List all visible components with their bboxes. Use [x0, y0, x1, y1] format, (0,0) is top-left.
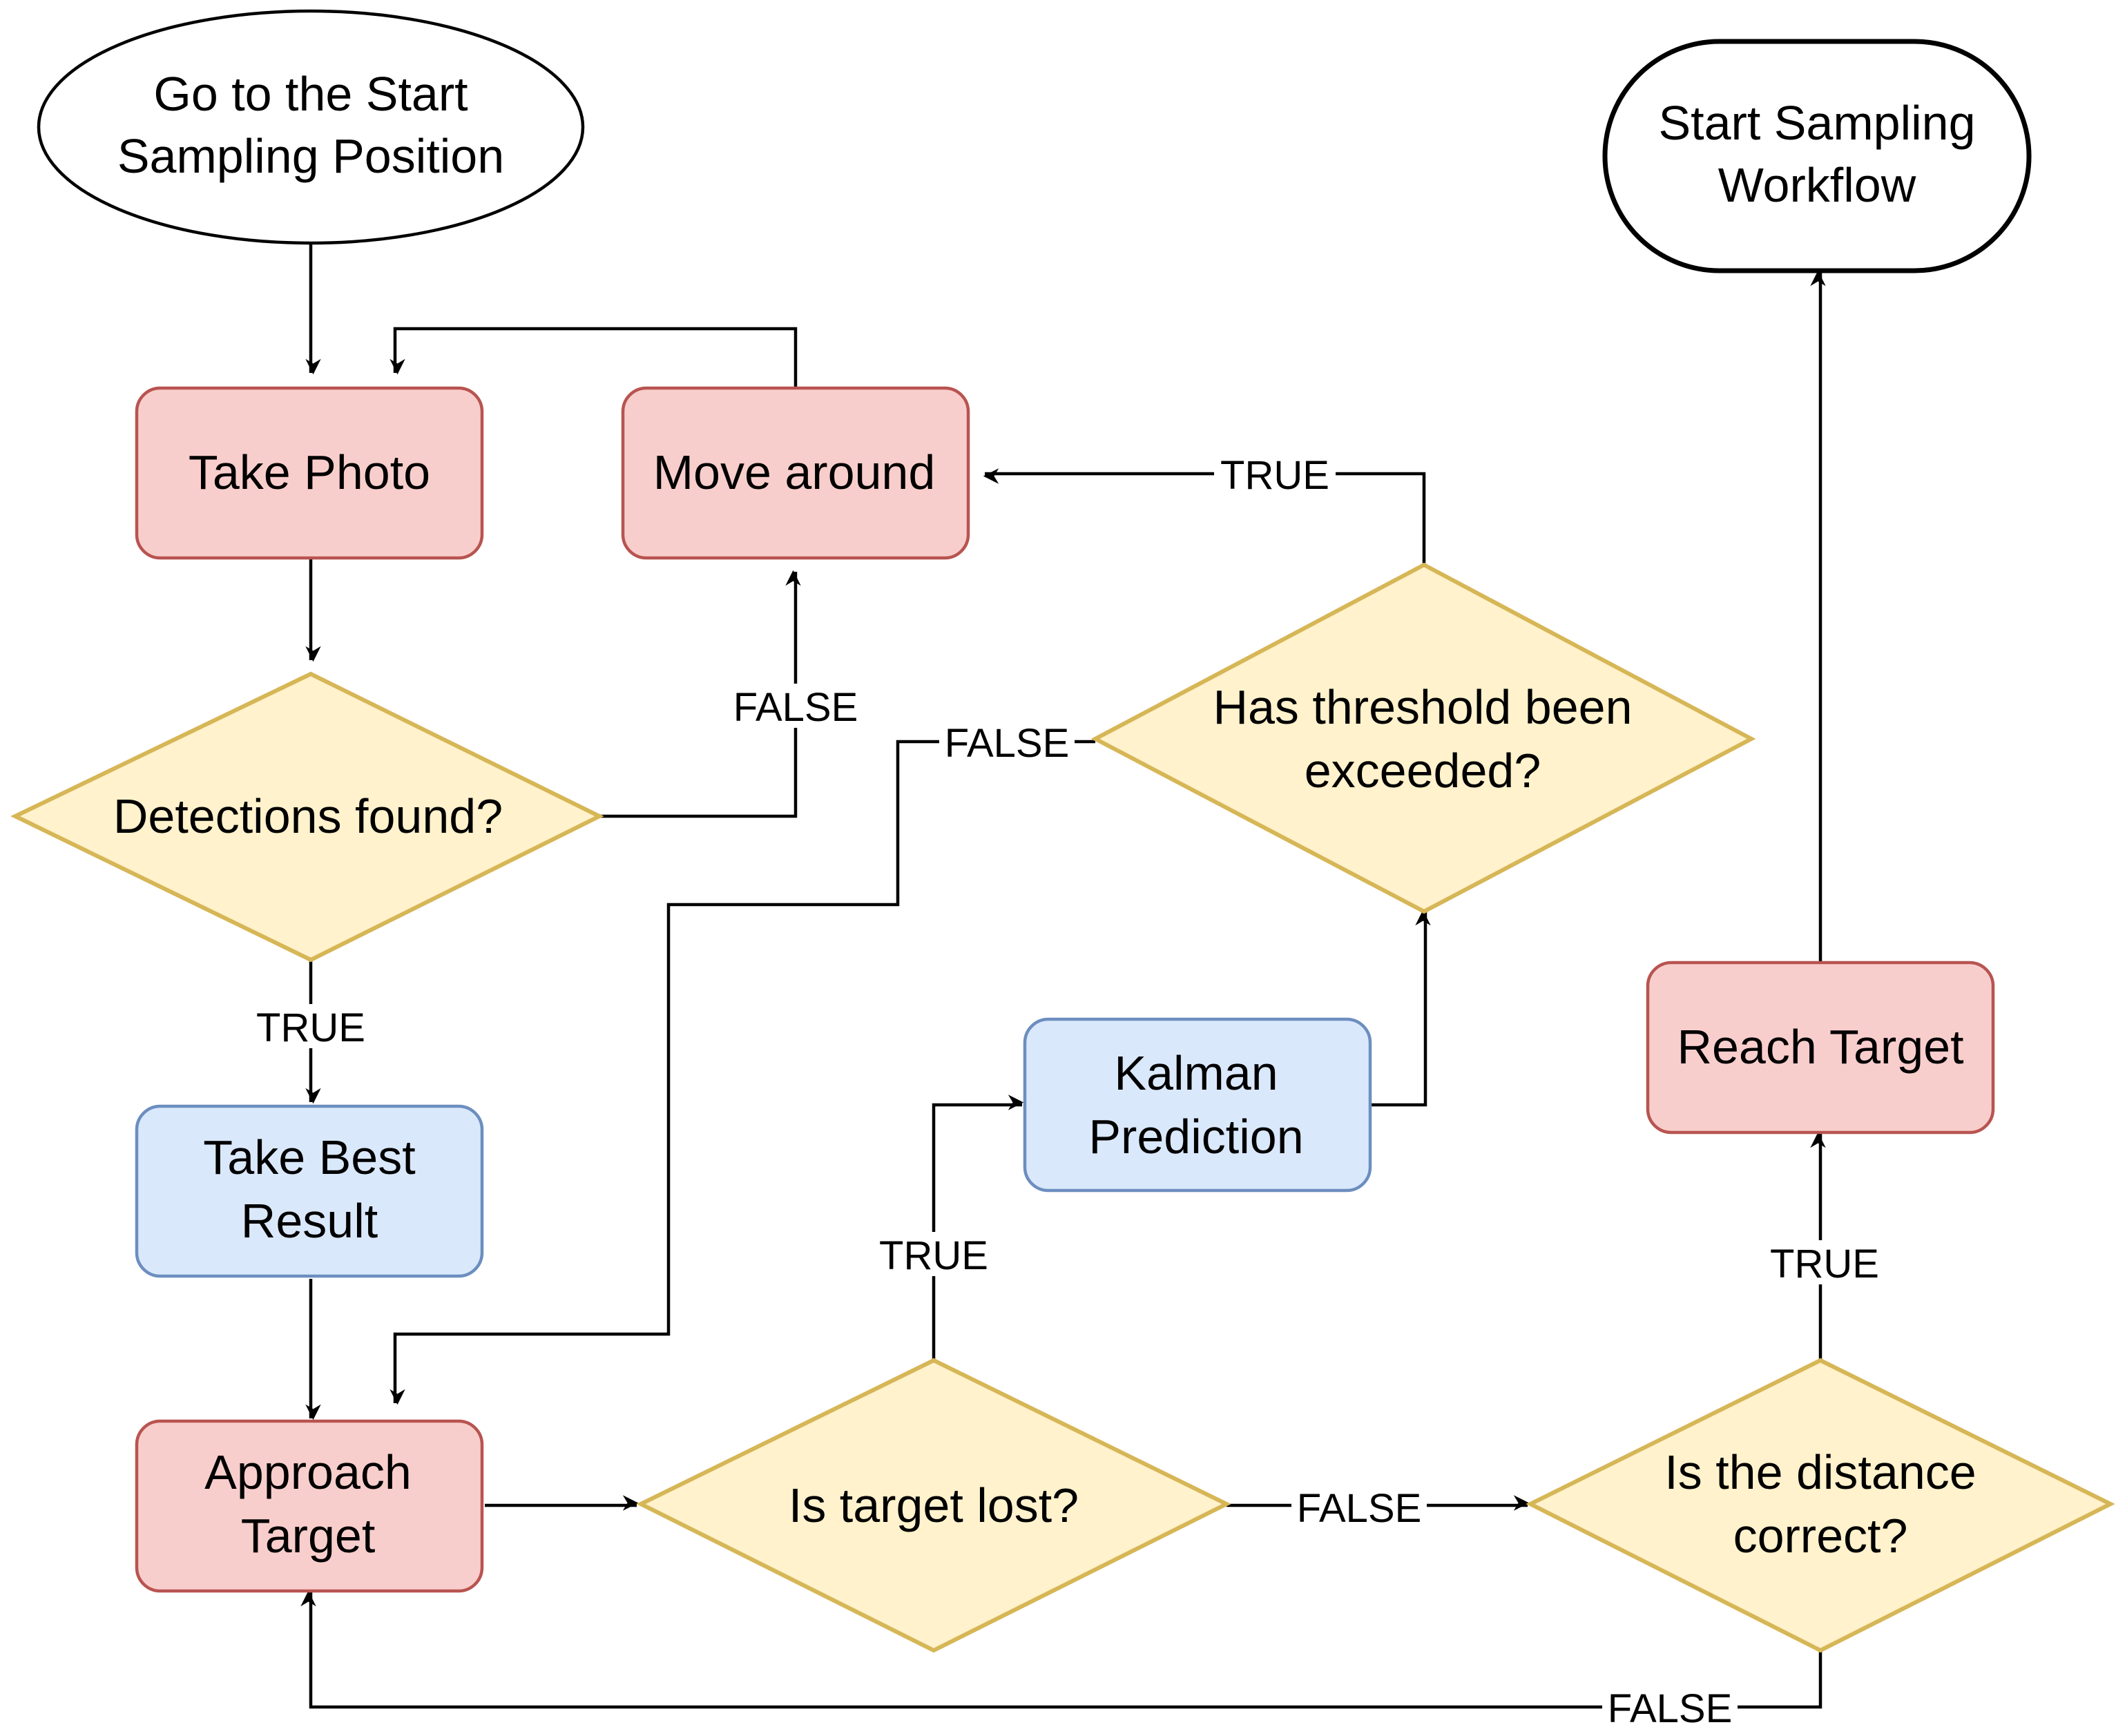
- edge-label-detections-false-text: FALSE: [733, 685, 858, 730]
- edge-label-distance-false-text: FALSE: [1608, 1686, 1733, 1731]
- edge-label-threshold-true: TRUE: [1214, 452, 1336, 498]
- reach-target-label: Reach Target: [1677, 1020, 1963, 1074]
- distance-correct-shape: [1526, 1358, 2115, 1653]
- edge-labels: TRUE FALSE FALSE TRUE TRUE FALSE TRUE F: [250, 452, 1885, 1731]
- edge-label-distance-true-text: TRUE: [1770, 1242, 1879, 1286]
- edge-label-detections-true-text: TRUE: [256, 1005, 365, 1050]
- edge-kalman-to-threshold: [1369, 909, 1431, 1107]
- approach-target-label-line1: Approach: [204, 1445, 412, 1499]
- take-photo-shape: [135, 386, 484, 560]
- start-position-shape: [37, 9, 585, 245]
- target-lost-node: Is target lost?: [636, 1358, 1231, 1653]
- kalman-prediction-label-line1: Kalman: [1114, 1046, 1278, 1100]
- take-best-result-node: Take Best Result: [135, 1104, 484, 1278]
- edge-label-detections-true: TRUE: [250, 1004, 372, 1050]
- edge-label-threshold-false: FALSE: [939, 720, 1075, 766]
- threshold-exceeded-label-line2: exceeded?: [1305, 744, 1541, 798]
- nodes: Go to the Start Sampling Position Start …: [10, 9, 2115, 1653]
- take-best-result-label-line2: Result: [241, 1194, 378, 1248]
- take-best-result-shape: [135, 1104, 484, 1278]
- edge-threshold-false-to-approach: [389, 740, 1095, 1405]
- edge-distance-false-to-approach: [300, 1590, 1822, 1709]
- threshold-exceeded-shape: [1090, 562, 1756, 914]
- edge-label-lost-true: TRUE: [873, 1232, 994, 1278]
- edge-label-lost-false: FALSE: [1291, 1485, 1427, 1531]
- take-photo-node: Take Photo: [135, 386, 484, 560]
- detections-found-node: Detections found?: [10, 671, 604, 963]
- start-position-label-line1: Go to the Start: [153, 67, 468, 121]
- approach-target-node: Approach Target: [135, 1419, 484, 1593]
- edge-move-around-to-take-photo: [389, 327, 798, 388]
- edge-label-threshold-true-text: TRUE: [1220, 453, 1329, 498]
- edge-label-distance-false: FALSE: [1602, 1686, 1738, 1731]
- threshold-exceeded-node: Has threshold been exceeded?: [1090, 562, 1756, 914]
- target-lost-shape: [636, 1358, 1231, 1653]
- start-sampling-workflow-node: Start Sampling Workflow: [1602, 39, 2032, 273]
- threshold-exceeded-label-line1: Has threshold been: [1213, 680, 1632, 734]
- start-sampling-workflow-label-line2: Workflow: [1718, 158, 1916, 212]
- start-position-node: Go to the Start Sampling Position: [37, 9, 585, 245]
- approach-target-shape: [135, 1419, 484, 1593]
- reach-target-shape: [1646, 961, 1995, 1135]
- take-photo-label: Take Photo: [189, 445, 430, 499]
- detections-found-shape: [10, 671, 604, 963]
- take-best-result-label-line1: Take Best: [203, 1130, 415, 1184]
- edge-label-lost-false-text: FALSE: [1297, 1486, 1422, 1531]
- detections-found-label: Detections found?: [113, 789, 503, 843]
- kalman-prediction-label-line2: Prediction: [1088, 1110, 1303, 1164]
- reach-target-node: Reach Target: [1646, 961, 1995, 1135]
- approach-target-label-line2: Target: [241, 1509, 376, 1563]
- start-position-label-line2: Sampling Position: [117, 129, 504, 183]
- start-sampling-workflow-label-line1: Start Sampling: [1658, 96, 1975, 150]
- kalman-prediction-node: Kalman Prediction: [1023, 1017, 1372, 1193]
- edge-label-lost-true-text: TRUE: [879, 1233, 988, 1278]
- edge-label-threshold-false-text: FALSE: [945, 721, 1070, 766]
- edge-detections-false-to-move-around: [599, 570, 801, 818]
- start-sampling-workflow-shape: [1602, 39, 2032, 273]
- distance-correct-label-line1: Is the distance: [1664, 1445, 1976, 1499]
- move-around-node: Move around: [621, 386, 970, 560]
- target-lost-label: Is target lost?: [789, 1478, 1079, 1532]
- edge-label-distance-true: TRUE: [1764, 1240, 1885, 1286]
- distance-correct-node: Is the distance correct?: [1526, 1358, 2115, 1653]
- move-around-shape: [621, 386, 970, 560]
- distance-correct-label-line2: correct?: [1733, 1509, 1908, 1563]
- kalman-prediction-shape: [1023, 1017, 1372, 1193]
- move-around-label: Move around: [653, 445, 936, 499]
- edge-label-detections-false: FALSE: [728, 684, 863, 730]
- edge-threshold-true-to-move-around: [983, 468, 1426, 565]
